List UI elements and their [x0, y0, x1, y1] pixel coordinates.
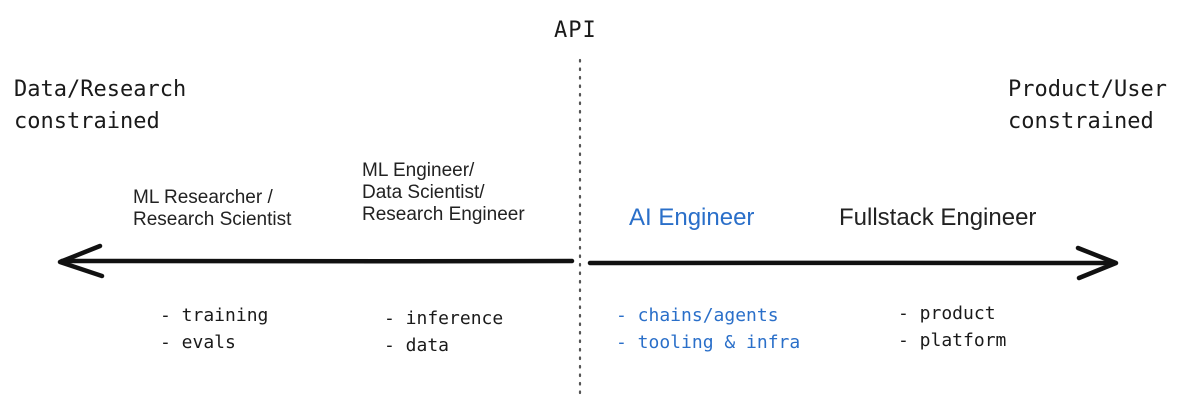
bullet-inference: - inference [384, 308, 504, 329]
bullets-fullstack-engineer: - product - platform [898, 300, 1006, 354]
right-end-line-1: Product/User [1008, 77, 1167, 102]
bullets-ml-engineer: - inference - data [384, 305, 503, 359]
role-ml-researcher: ML Researcher / Research Scientist [133, 187, 291, 231]
right-end-label: Product/User constrained [1008, 74, 1167, 138]
role-ml-engineer-line-1: ML Engineer/ [362, 160, 475, 181]
api-label: API [554, 18, 597, 43]
role-ml-researcher-line-1: ML Researcher / [133, 187, 273, 208]
role-ml-researcher-line-2: Research Scientist [133, 209, 292, 230]
left-end-label: Data/Research constrained [14, 74, 186, 138]
role-ml-engineer-line-3: Research Engineer [362, 204, 525, 225]
bullet-chains-agents: - chains/agents [616, 305, 779, 326]
bullet-data: - data [384, 335, 450, 356]
role-fullstack-engineer: Fullstack Engineer [839, 204, 1037, 231]
bullet-product: - product [898, 303, 996, 324]
role-ai-engineer: AI Engineer [629, 204, 755, 231]
bullets-ml-researcher: - training - evals [160, 302, 268, 356]
left-arrow-shaft [59, 258, 575, 264]
bullet-tooling-infra: - tooling & infra [616, 332, 801, 353]
role-ml-engineer-line-2: Data Scientist/ [362, 182, 485, 203]
bullet-evals: - evals [160, 332, 236, 353]
right-arrowhead [1075, 245, 1119, 281]
role-ml-engineer: ML Engineer/ Data Scientist/ Research En… [362, 160, 525, 226]
right-end-line-2: constrained [1008, 109, 1154, 134]
right-arrow-shaft [587, 260, 1117, 266]
left-end-line-1: Data/Research [14, 77, 187, 102]
left-end-line-2: constrained [14, 109, 160, 134]
bullets-ai-engineer: - chains/agents - tooling & infra [616, 302, 800, 356]
bullet-training: - training [160, 305, 269, 326]
bullet-platform: - platform [898, 330, 1007, 351]
left-arrowhead [57, 243, 105, 279]
